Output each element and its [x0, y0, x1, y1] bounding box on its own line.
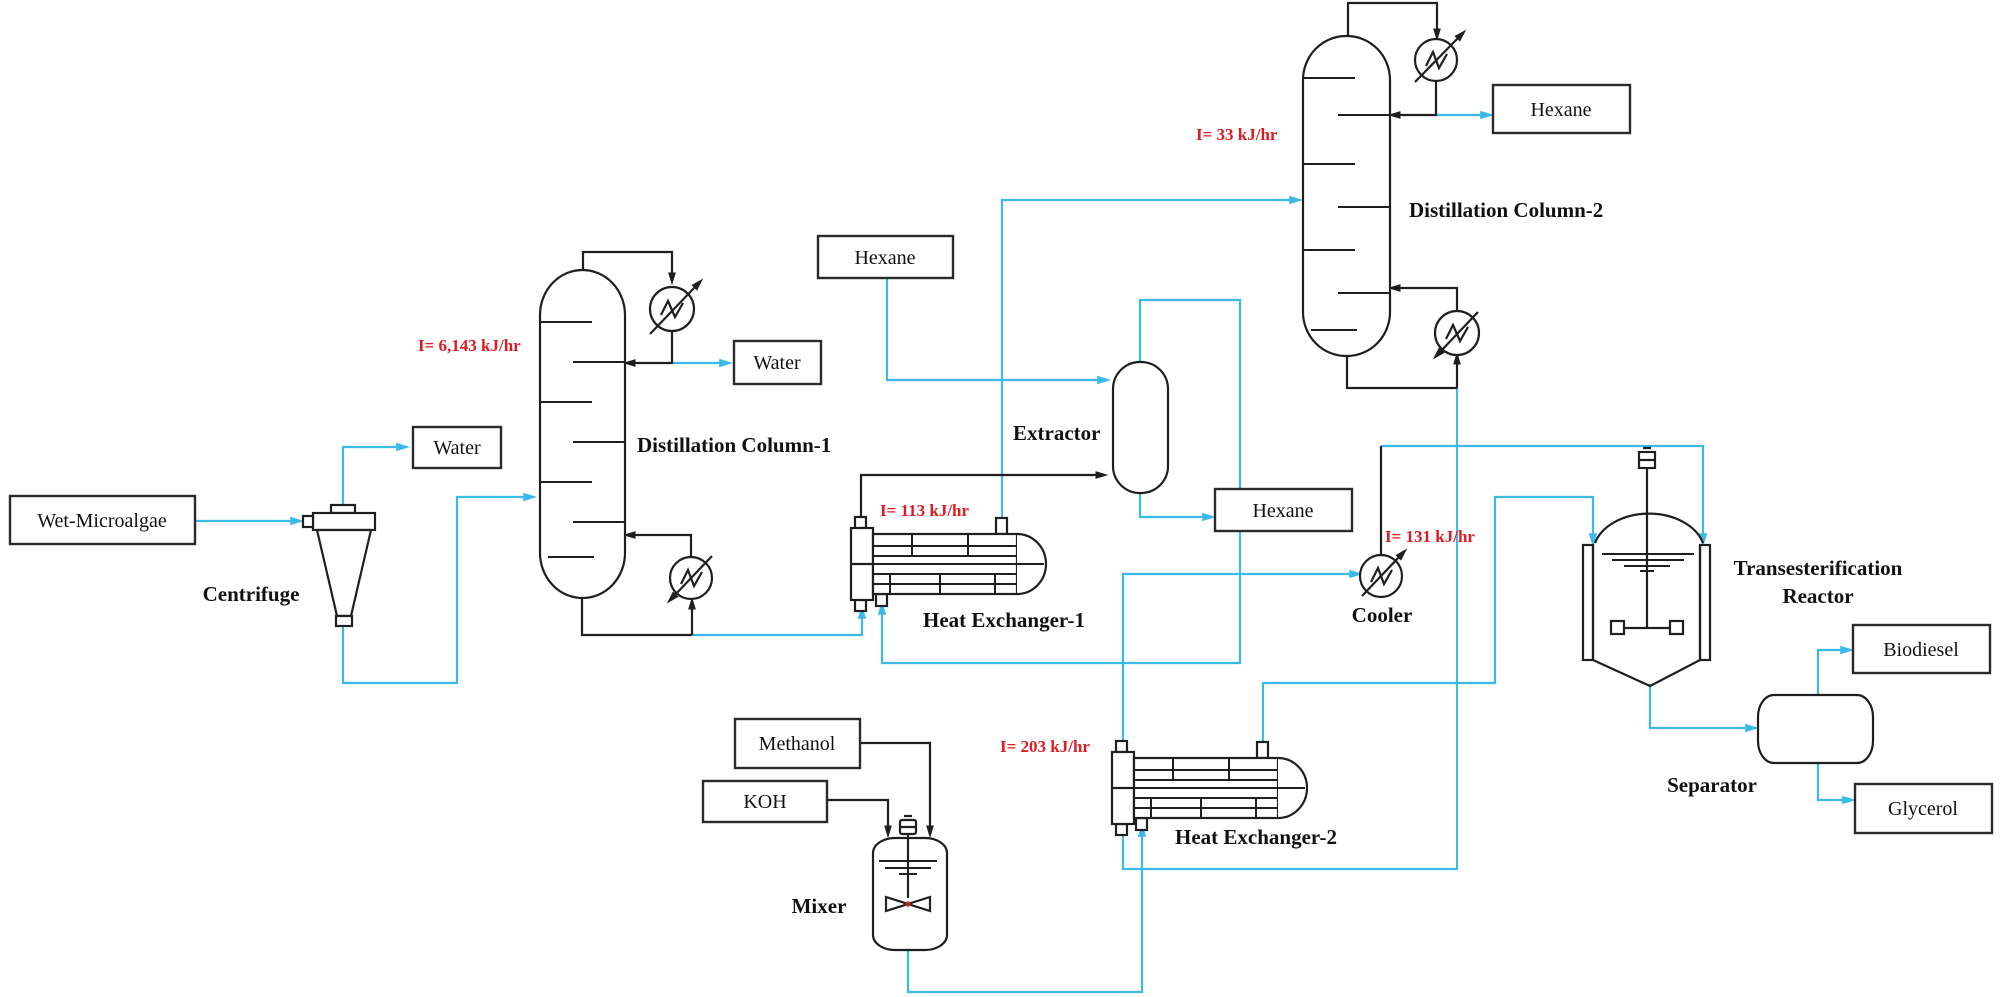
equipment-lines [580, 1, 1461, 839]
hexane-extractor-label: Hexane [1252, 500, 1313, 522]
he1-irreversibility-label: I= 113 kJ/hr [880, 501, 969, 520]
transesterification-reactor-symbol [1581, 446, 1712, 688]
column2-reboiler-return [1387, 284, 1459, 311]
water-centrifuge-label: Water [433, 437, 481, 459]
stream-mixer-to-he2 [906, 822, 1147, 994]
distillation-column-2-symbol [1301, 29, 1481, 360]
separator-label: Separator [1667, 773, 1757, 797]
stream-box-glycerol: Glycerol [1853, 782, 1994, 835]
stream-column1-bottoms-to-he1 [692, 604, 867, 637]
stream-box-water-centrifuge: Water [411, 425, 503, 470]
separator-symbol [1756, 693, 1875, 765]
stream-hexane-feed-to-extractor [885, 278, 1112, 385]
stream-he1-to-column2-feed [1000, 195, 1304, 518]
stream-extractor-top-to-he1 [877, 298, 1242, 665]
cooler-irreversibility-label: I= 131 kJ/hr [1385, 527, 1475, 546]
heat-exchanger-2-label: Heat Exchanger-2 [1175, 825, 1337, 849]
column2-irreversibility-label: I= 33 kJ/hr [1196, 125, 1278, 144]
column2-bottoms-line [1345, 356, 1457, 390]
extractor-label: Extractor [1013, 421, 1100, 445]
stream-extractor-bottom-to-hexane [1138, 493, 1217, 522]
stream-centrifuge-to-water [341, 442, 411, 505]
he1-to-extractor-line [859, 471, 1109, 517]
hexane-feed-label: Hexane [854, 247, 915, 269]
stream-box-hexane-extractor: Hexane [1213, 487, 1354, 533]
stream-reactor-to-separator [1648, 684, 1760, 733]
reactor-label-line2: Reactor [1782, 584, 1853, 608]
column2-overhead-line [1346, 1, 1441, 42]
cooler-label: Cooler [1352, 603, 1413, 627]
he2-irreversibility-label: I= 203 kJ/hr [1000, 737, 1090, 756]
distillation-column-2-label: Distillation Column-2 [1409, 198, 1603, 222]
mixer-symbol [871, 814, 949, 952]
column1-reboiler-return [622, 531, 693, 557]
hexane-column2-label: Hexane [1530, 99, 1591, 121]
centrifuge-label: Centrifuge [203, 582, 300, 606]
stream-box-biodiesel: Biodiesel [1851, 623, 1992, 675]
methanol-to-mixer-line [860, 741, 934, 839]
condenser-1-icon [648, 278, 704, 335]
column1-reflux-line [622, 331, 674, 367]
stream-box-koh: KOH [701, 779, 829, 824]
extractor-symbol [1111, 360, 1170, 495]
stream-lines [195, 110, 1857, 994]
distillation-column-1-symbol [538, 268, 714, 604]
column1-irreversibility-label: I= 6,143 kJ/hr [418, 336, 521, 355]
stream-cooler-to-reactor [1381, 444, 1708, 548]
stream-box-hexane-column2: Hexane [1491, 83, 1632, 135]
column1-bottoms-line [580, 598, 692, 637]
water-column1-label: Water [753, 352, 801, 374]
mixer-label: Mixer [792, 894, 847, 918]
distillation-column-1-label: Distillation Column-1 [637, 433, 831, 457]
reboiler-2-icon [1432, 309, 1481, 360]
stream-he2-to-cooler [1121, 569, 1364, 741]
stream-separator-to-glycerol [1816, 763, 1857, 805]
reboiler-1-icon [666, 555, 714, 604]
wet-microalgae-label: Wet-Microalgae [37, 510, 167, 532]
stream-box-wet-microalgae: Wet-Microalgae [8, 494, 197, 546]
methanol-label: Methanol [759, 733, 836, 755]
stream-centrifuge-to-column1 [341, 492, 538, 685]
condenser-2-icon [1413, 29, 1467, 83]
stream-box-water-column1: Water [732, 339, 823, 386]
koh-to-mixer-line [827, 798, 892, 839]
stream-separator-to-biodiesel [1816, 645, 1855, 695]
heat-exchanger-1-label: Heat Exchanger-1 [923, 608, 1085, 632]
reactor-label-line1: Transesterification [1734, 556, 1903, 580]
mixer-impeller-hub [905, 901, 911, 907]
biodiesel-label: Biodiesel [1883, 639, 1959, 661]
stream-box-methanol: Methanol [733, 717, 862, 770]
koh-label: KOH [743, 791, 786, 813]
stream-column2-bottoms-to-he2 [1121, 388, 1459, 871]
heat-exchanger-1-symbol [849, 515, 1048, 613]
centrifuge-symbol [301, 503, 377, 628]
stream-he2-to-reactor [1261, 495, 1598, 742]
stream-box-hexane-feed: Hexane [816, 234, 955, 280]
column1-overhead-line [581, 250, 676, 286]
glycerol-label: Glycerol [1888, 798, 1958, 820]
cooler-icon [1358, 548, 1408, 599]
heat-exchanger-2-symbol [1110, 739, 1309, 837]
column2-reflux-line [1387, 81, 1438, 119]
